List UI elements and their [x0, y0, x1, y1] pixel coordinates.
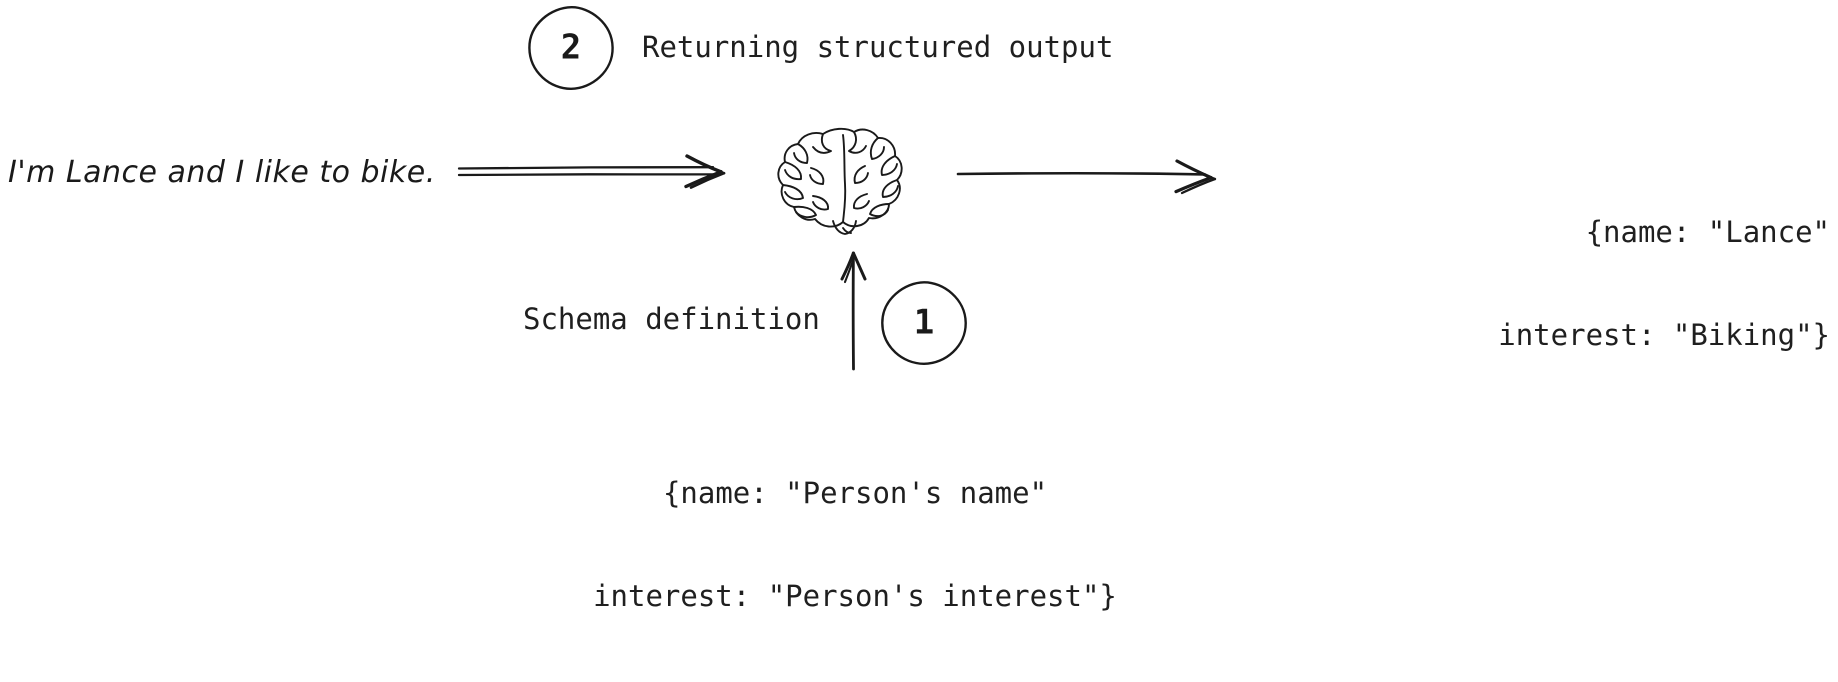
- output-line-2: interest: "Biking"}: [1498, 318, 1830, 353]
- arrow-input-to-model: [455, 140, 745, 200]
- circle-outline-icon: [528, 5, 614, 91]
- step-2-number: 2: [560, 27, 582, 68]
- structured-output-block: {name: "Lance" interest: "Biking"}: [1180, 147, 1830, 421]
- output-line-1: {name: "Lance": [1585, 215, 1830, 250]
- step-2-marker: 2: [527, 5, 615, 91]
- step-1-marker: 1: [880, 280, 968, 366]
- brain-icon: [765, 118, 925, 238]
- input-utterance-text: I'm Lance and I like to bike.: [8, 155, 436, 190]
- step-2-caption: Returning structured output: [642, 30, 1114, 64]
- arrow-model-to-output: [955, 148, 1225, 198]
- schema-line-2: interest: "Person's interest"}: [593, 579, 1117, 614]
- arrow-schema-to-model: [828, 248, 882, 373]
- diagram-canvas: 2 Returning structured output I'm Lance …: [8, 5, 1830, 613]
- schema-definition-label: Schema definition: [523, 302, 820, 336]
- circle-outline-icon: [881, 281, 967, 366]
- step-1-number: 1: [913, 302, 935, 343]
- schema-line-1: {name: "Person's name": [662, 476, 1048, 511]
- schema-definition-block: {name: "Person's name" interest: "Person…: [455, 408, 1255, 682]
